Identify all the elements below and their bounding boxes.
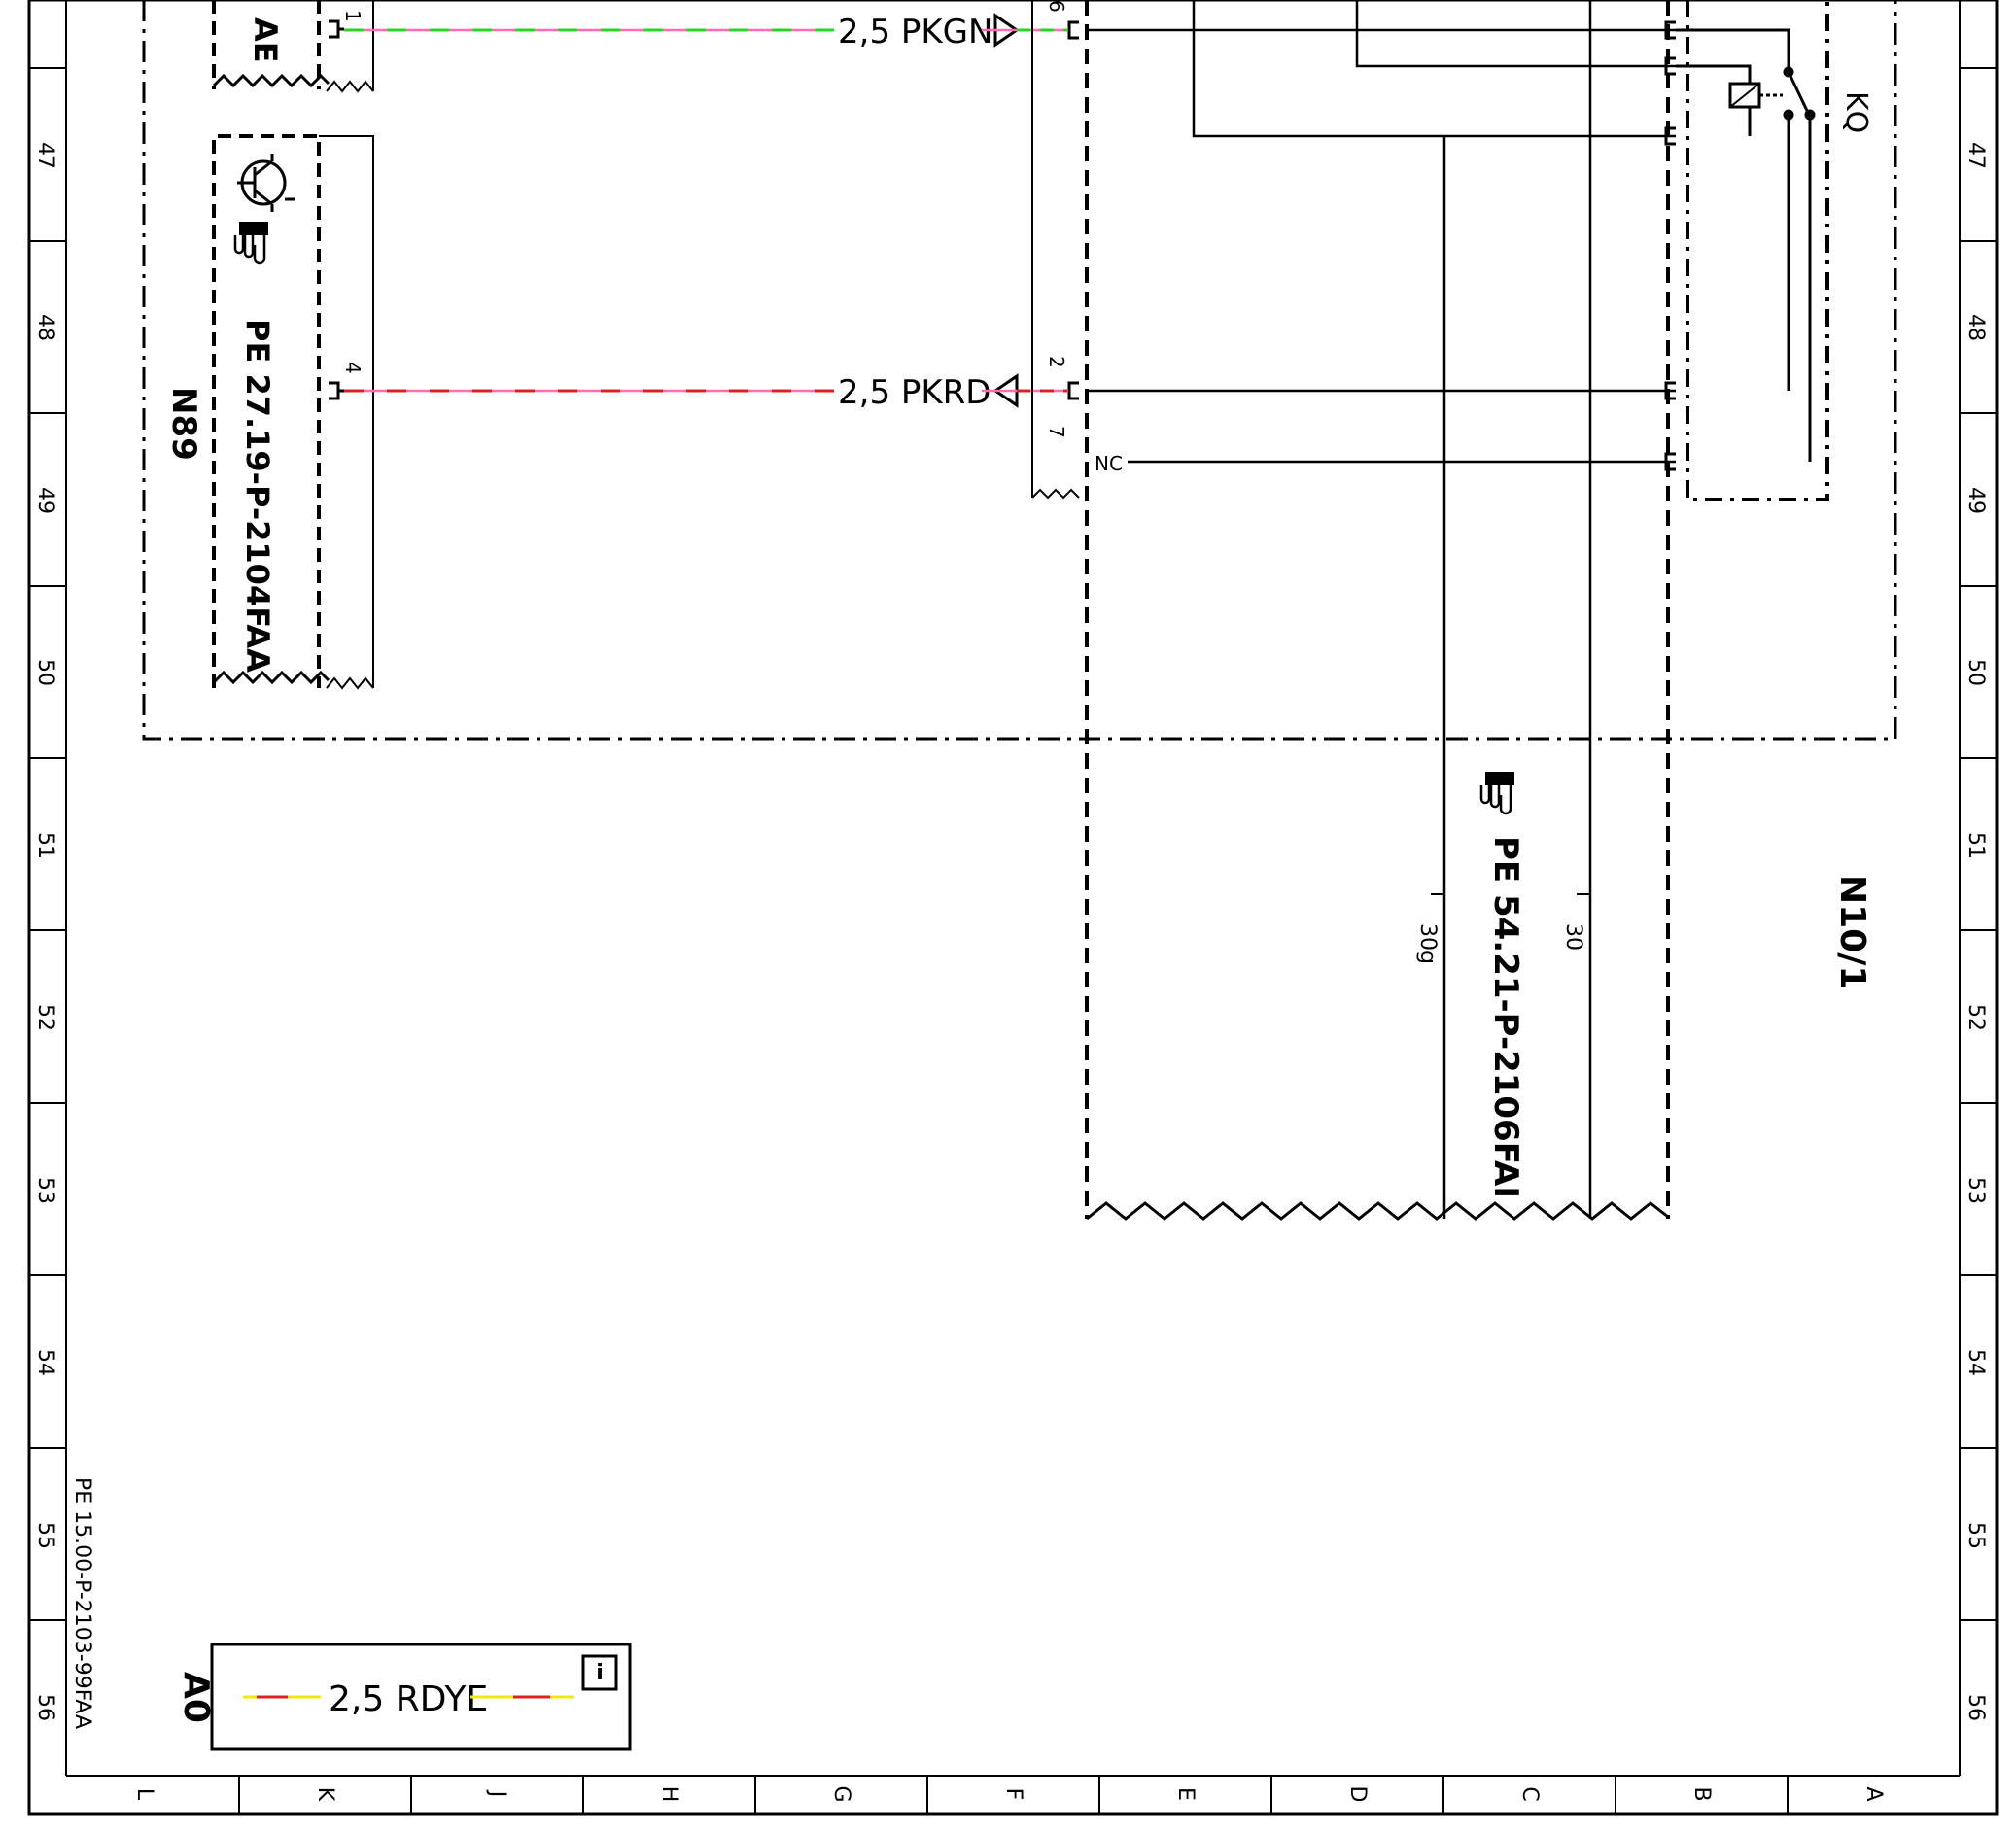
terminal-label-30: 30 (1561, 923, 1585, 951)
legend-wire-label: 2,5 RDYE (329, 1679, 488, 1719)
document-reference: PE 15.00-P-2103-99FAA (70, 1477, 94, 1729)
legend-label-a0: A0 (176, 1672, 216, 1723)
row-number-right: 56 (1964, 1694, 1988, 1721)
pointing-hand-icon (1479, 772, 1514, 815)
column-letter: F (1001, 1788, 1025, 1801)
row-number-right: 52 (1964, 1004, 1988, 1031)
row-number-left: 54 (33, 1349, 57, 1376)
row-number-left: 53 (33, 1177, 57, 1204)
row-number-right: 48 (1964, 314, 1988, 341)
wire-label-pkrd: 2,5 PKRD (838, 373, 991, 412)
row-number-right: 49 (1964, 487, 1988, 514)
pin-label-1: 1 (341, 10, 365, 22)
column-letter: B (1689, 1786, 1714, 1801)
row-number-labels: 47 48 49 50 51 52 53 54 55 56 47 48 49 5… (33, 142, 1988, 1721)
row-number-left: 49 (33, 487, 57, 514)
row-number-left: 56 (33, 1694, 57, 1721)
drawing-frame (27, 0, 1999, 1816)
kq-pin-markers (1664, 20, 1676, 471)
row-number-left: 55 (33, 1522, 57, 1549)
n10-1-label: N10/1 (1832, 875, 1872, 989)
pin-label-nc: NC (1095, 452, 1123, 475)
relay-coil-icon (1676, 64, 1783, 136)
row-number-left: 52 (33, 1004, 57, 1031)
n10-1-boundary (1085, 0, 1670, 1221)
n89-submodule (212, 134, 374, 690)
row-number-right: 50 (1964, 659, 1988, 686)
n89-label: N89 (164, 387, 203, 461)
column-letter: D (1345, 1786, 1370, 1803)
column-letter: J (485, 1789, 509, 1798)
n10-1-pin-markers (1067, 20, 1079, 400)
row-number-right: 53 (1964, 1177, 1988, 1204)
row-number-right: 54 (1964, 1349, 1988, 1376)
row-number-right: 55 (1964, 1522, 1988, 1549)
pointing-hand-icon (233, 222, 268, 265)
terminal-label-30g: 30g (1415, 923, 1440, 964)
kq-label: KQ (1839, 91, 1873, 133)
pin-label-7: 7 (1045, 426, 1068, 438)
row-number-left: 51 (33, 832, 57, 859)
column-letter: G (829, 1785, 853, 1802)
column-letter: C (1517, 1786, 1542, 1801)
column-letter: L (132, 1788, 156, 1801)
relay-switch-icon (1676, 28, 1816, 462)
row-number-left: 48 (33, 314, 57, 341)
transistor-icon (237, 154, 295, 212)
ae-submodule (212, 0, 374, 93)
row-number-left: 50 (33, 659, 57, 686)
column-letter: A (1861, 1786, 1886, 1801)
column-letter: E (1173, 1787, 1198, 1801)
ae-label: AE (247, 17, 284, 63)
n89-page-reference: PE 27.19-P-2104FAA (239, 319, 276, 673)
row-number-left: 47 (33, 142, 57, 169)
pin-label-6: 6 (1045, 0, 1068, 13)
n89-outer-boundary (142, 0, 1897, 741)
info-icon: i (581, 1654, 618, 1691)
column-letter: H (657, 1786, 681, 1803)
kq-relay-boundary (1686, 0, 1829, 501)
row-number-right: 51 (1964, 832, 1988, 859)
column-letter: K (313, 1787, 337, 1802)
wire-color-legend-box (210, 1643, 632, 1751)
n89-pin-markers (329, 19, 344, 400)
n10-1-internal-wiring (1087, 0, 1676, 1219)
row-number-right: 47 (1964, 142, 1988, 169)
pin-label-4: 4 (341, 362, 365, 374)
column-letter-labels: L K J H G F E D C B A (132, 1785, 1886, 1802)
connector-housing (1031, 0, 1080, 500)
svg-text:i: i (596, 1661, 604, 1685)
pin-label-2: 2 (1045, 356, 1068, 368)
wire-label-pkgn: 2,5 PKGN (838, 13, 992, 52)
n10-1-page-reference: PE 54.21-P-2106FAI (1486, 836, 1525, 1198)
